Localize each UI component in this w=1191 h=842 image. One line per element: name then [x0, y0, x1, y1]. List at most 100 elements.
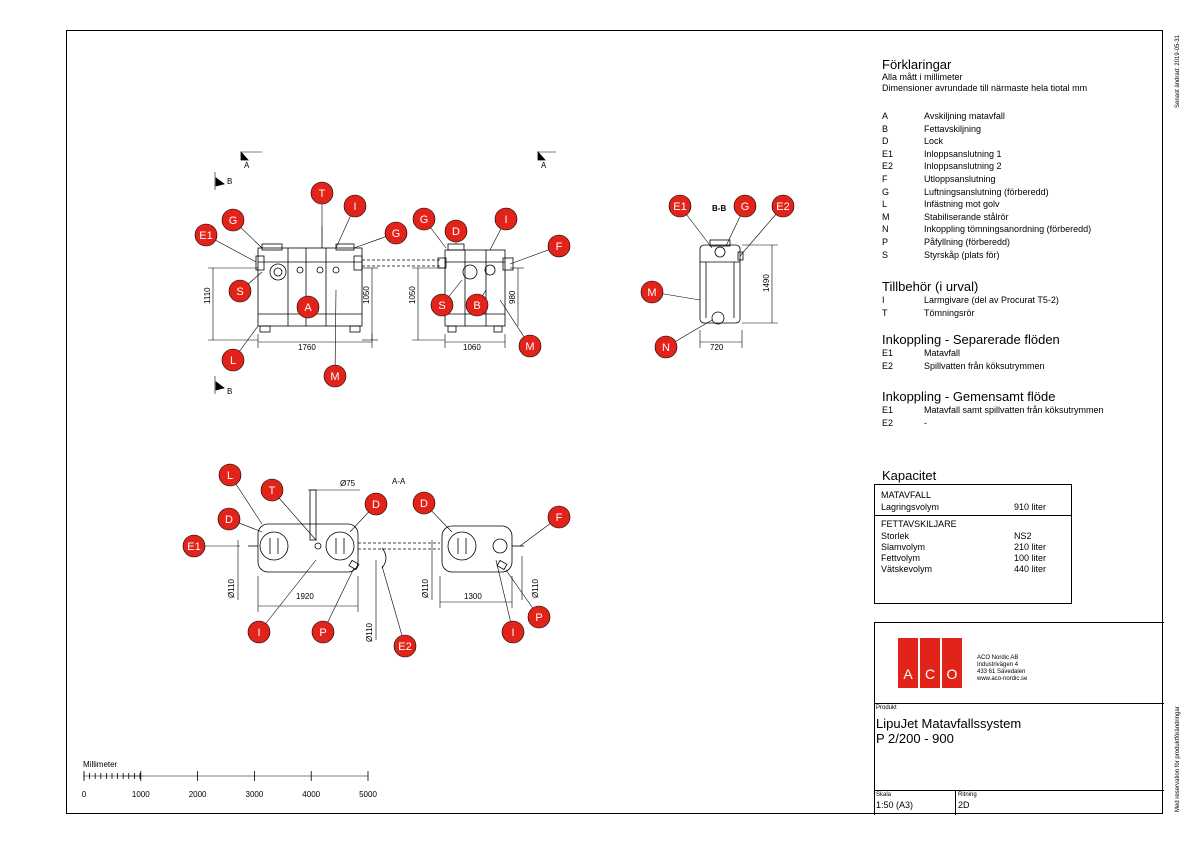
callout-leader	[495, 559, 514, 633]
legend-sub-2: Dimensioner avrundade till närmaste hela…	[882, 83, 1088, 93]
svg-text:E1: E1	[187, 541, 200, 553]
svg-text:I: I	[504, 214, 507, 226]
svg-text:M: M	[525, 341, 534, 353]
svg-text:P: P	[535, 612, 542, 624]
svg-text:I: I	[257, 627, 260, 639]
view-bb-label: B-B	[712, 204, 726, 213]
callout-s: S	[228, 279, 252, 303]
scalebar-tick-label: 2000	[189, 790, 207, 799]
tank-a-side-view	[255, 226, 363, 333]
section-b-label-1: B	[227, 177, 232, 186]
product-name: LipuJet Matavfallssystem	[876, 716, 1022, 731]
callout-i: I	[501, 620, 525, 644]
dim-1920: 1920	[296, 592, 314, 601]
product-model: P 2/200 - 900	[876, 731, 954, 746]
scale-label: Skala	[876, 792, 892, 798]
dim-d110-c: Ø110	[365, 622, 374, 642]
dim-d110-b: Ø110	[421, 578, 430, 598]
svg-text:G: G	[229, 215, 238, 227]
callout-p: P	[527, 605, 551, 629]
svg-text:N: N	[662, 342, 670, 354]
callout-f: F	[547, 505, 571, 529]
dim-d110-d: Ø110	[531, 578, 540, 598]
section-a-label-1: A	[244, 161, 250, 170]
callout-g: G	[384, 221, 408, 245]
aco-logo-letter: O	[946, 666, 958, 682]
scale-value: 1:50 (A3)	[876, 800, 914, 810]
callout-d: D	[412, 491, 436, 515]
accessories-title: Tillbehör (i urval)	[882, 279, 979, 294]
dim-980: 980	[508, 290, 517, 304]
callout-leader	[258, 559, 317, 633]
separated-title: Inkoppling - Separerade flöden	[882, 332, 1060, 347]
dim-720: 720	[710, 343, 724, 352]
callout-s: S	[430, 293, 454, 317]
drawing-frame	[66, 30, 1163, 814]
svg-text:G: G	[420, 214, 429, 226]
product-label: Produkt	[876, 705, 897, 711]
svg-text:S: S	[236, 286, 243, 298]
svg-text:D: D	[420, 498, 428, 510]
callout-t: T	[310, 181, 334, 205]
scalebar-tick-label: 3000	[246, 790, 264, 799]
callout-a: A	[296, 295, 320, 319]
svg-text:I: I	[353, 201, 356, 213]
callout-m: M	[323, 364, 347, 388]
callout-d: D	[364, 492, 388, 516]
aco-logo-letter: A	[903, 666, 913, 682]
svg-text:L: L	[227, 470, 233, 482]
svg-text:S: S	[438, 300, 445, 312]
callout-i: I	[247, 620, 271, 644]
callout-g: G	[221, 208, 245, 232]
callout-d: D	[444, 219, 468, 243]
callout-i: I	[494, 207, 518, 231]
scalebar-tick-label: 1000	[132, 790, 150, 799]
tank-b-plan-view	[441, 525, 524, 573]
section-b-label-2: B	[227, 387, 232, 396]
callout-b: B	[465, 293, 489, 317]
callout-f: F	[547, 234, 571, 258]
svg-text:E1: E1	[673, 201, 686, 213]
scalebar-tick-label: 4000	[302, 790, 320, 799]
tank-bb-section-view	[699, 239, 744, 325]
callout-p: P	[311, 620, 335, 644]
tank-b-side-view	[437, 243, 514, 333]
callout-e1: E1	[182, 534, 206, 558]
svg-text:M: M	[647, 287, 656, 299]
svg-text:G: G	[392, 228, 401, 240]
callout-l: L	[218, 463, 242, 487]
aco-logo: A C O	[898, 638, 964, 688]
callout-e1: E1	[194, 223, 218, 247]
svg-text:M: M	[330, 371, 339, 383]
capacity-fett-value: 210 liter	[1014, 542, 1047, 552]
capacity-mat-header: MATAVFALL	[881, 490, 932, 500]
dim-1490: 1490	[762, 274, 771, 292]
scalebar-tick-label: 5000	[359, 790, 377, 799]
callout-g: G	[733, 194, 757, 218]
callout-e2: E2	[393, 634, 417, 658]
svg-text:A: A	[304, 302, 312, 314]
capacity-title: Kapacitet	[882, 468, 937, 483]
callout-g: G	[412, 207, 436, 231]
svg-text:G: G	[741, 201, 750, 213]
dim-1050-b: 1050	[408, 286, 417, 304]
callout-d: D	[217, 507, 241, 531]
dim-1050-a: 1050	[362, 286, 371, 304]
callout-l: L	[221, 348, 245, 372]
